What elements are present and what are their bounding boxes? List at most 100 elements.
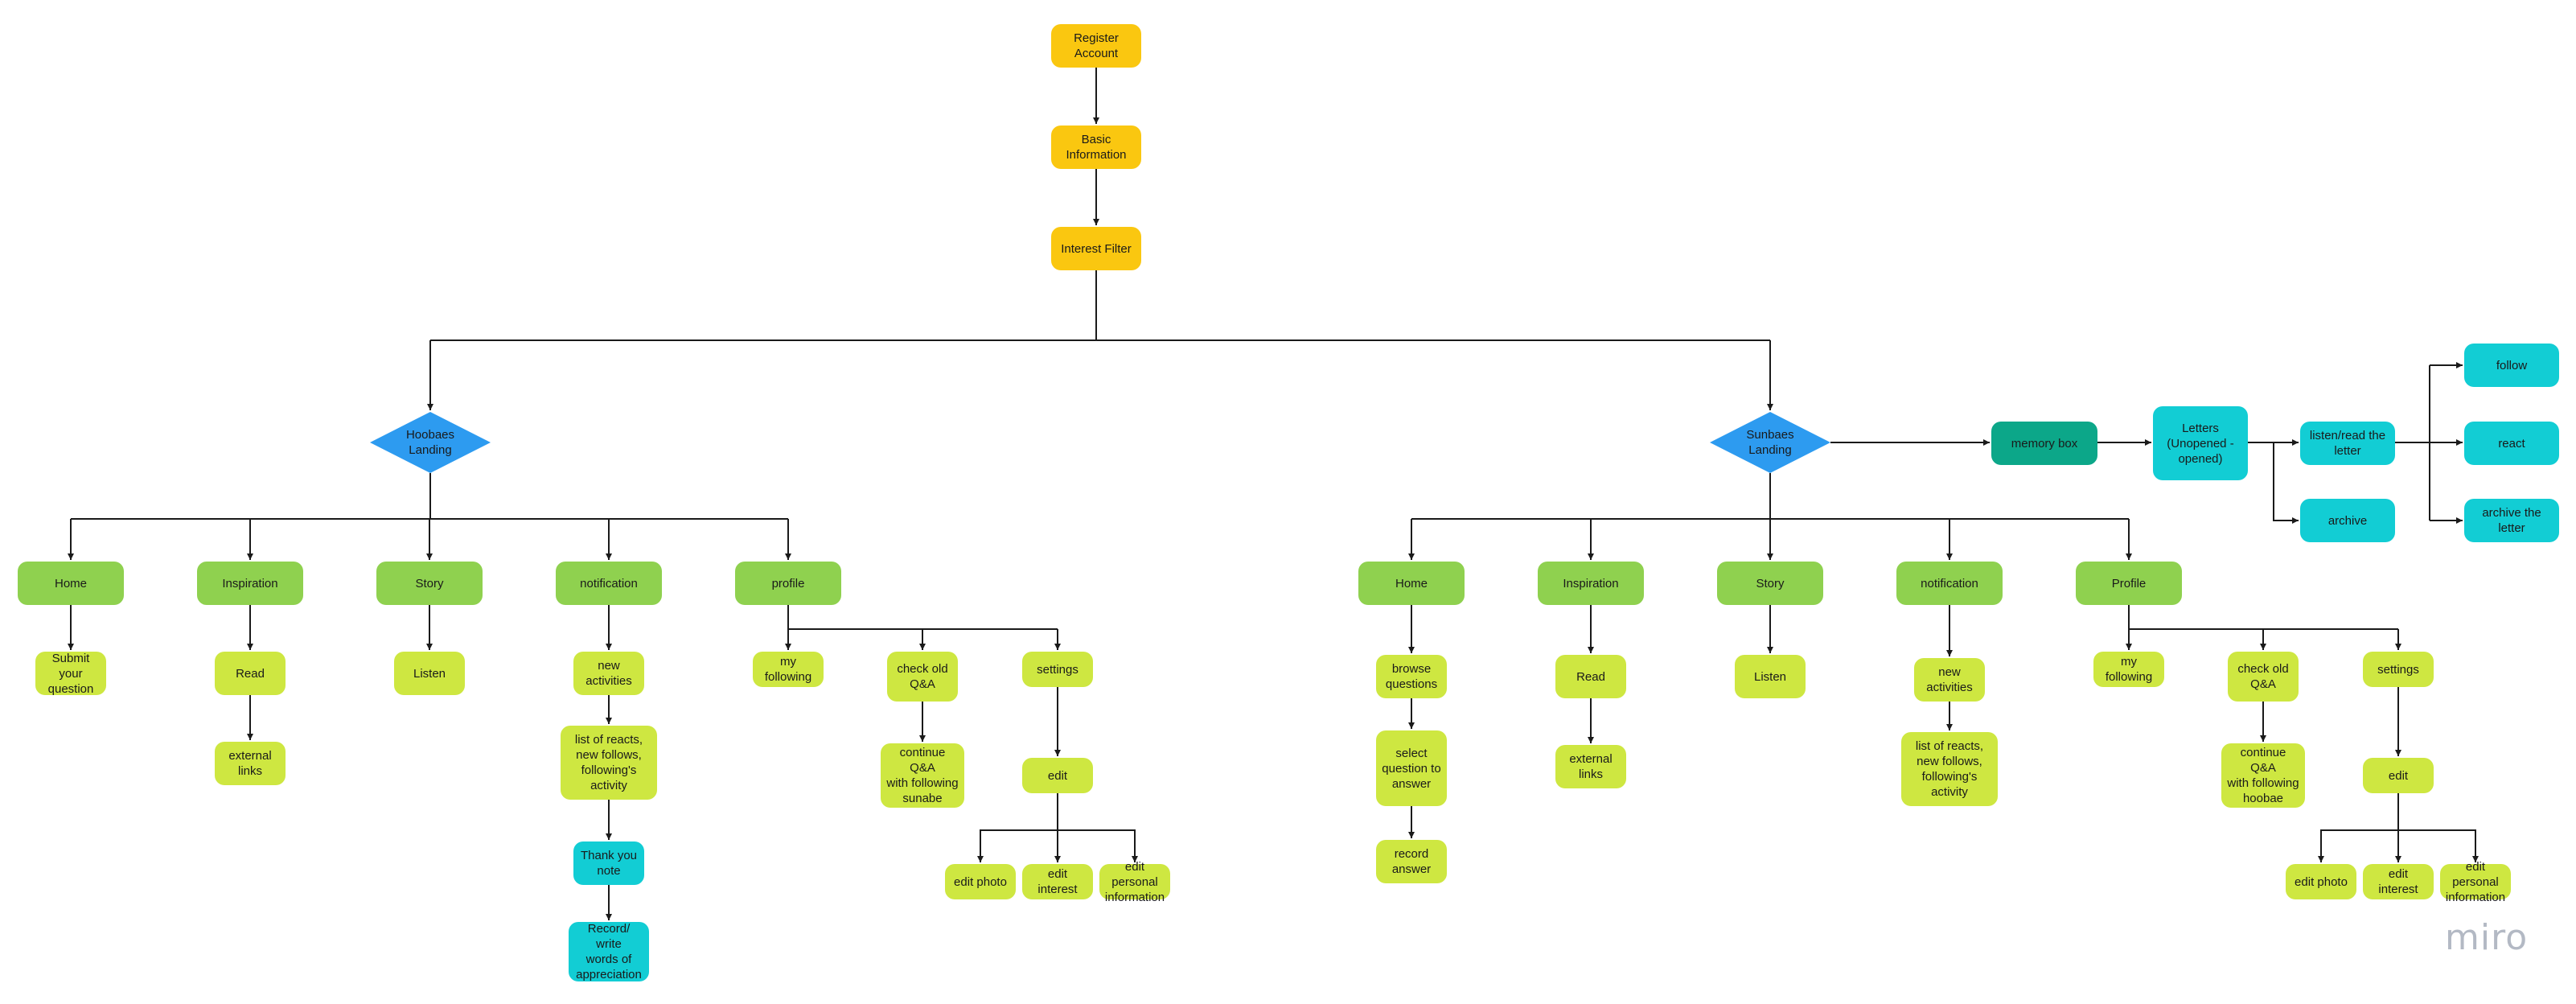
hoobaes-thank-you-note-label: Thank you note xyxy=(580,849,638,878)
hoobaes-check-old-qa-node[interactable]: check old Q&A xyxy=(887,652,958,702)
memory-box-label: memory box xyxy=(2011,436,2078,451)
hoobaes-new-activities-label: new activities xyxy=(585,659,632,688)
sunbaes-check-old-qa-label: check old Q&A xyxy=(2237,662,2289,691)
sunbaes-home-node[interactable]: Home xyxy=(1358,562,1465,605)
archive-label: archive xyxy=(2327,513,2368,528)
hoobaes-settings-label: settings xyxy=(1037,662,1078,677)
sunbaes-list-of-reacts-node[interactable]: list of reacts, new follows, following's… xyxy=(1901,732,1998,806)
letters-node[interactable]: Letters (Unopened - opened) xyxy=(2153,406,2248,480)
sunbaes-edit-node[interactable]: edit xyxy=(2363,758,2434,793)
archive-letter-node[interactable]: archive the letter xyxy=(2464,499,2559,542)
hoobaes-story-label: Story xyxy=(415,576,444,590)
hoobaes-new-activities-node[interactable]: new activities xyxy=(573,652,644,695)
sunbaes-record-answer-node[interactable]: record answer xyxy=(1376,840,1447,883)
hoobaes-edit-personal-connector xyxy=(1058,829,1138,862)
sunbaes-edit-personal-label: edit personal information xyxy=(2445,859,2506,904)
letters-label: Letters (Unopened - opened) xyxy=(2167,421,2234,466)
hoobaes-external-links-label: external links xyxy=(228,749,272,778)
hoobaes-edit-photo-node[interactable]: edit photo xyxy=(945,864,1016,899)
react-node[interactable]: react xyxy=(2464,422,2559,465)
sunbaes-record-answer-label: record answer xyxy=(1391,847,1432,876)
sunbaes-landing-diamond-shape xyxy=(1710,412,1830,473)
hoobaes-my-following-node[interactable]: my following xyxy=(753,652,824,687)
hoobaes-edit-personal-label: edit personal information xyxy=(1104,859,1165,904)
sunbaes-edit-personal-connector xyxy=(2398,829,2479,862)
hoobaes-record-write-label: Record/ write words of appreciation xyxy=(576,922,642,981)
letters-archive-connector xyxy=(2273,442,2299,524)
sunbaes-new-activities-label: new activities xyxy=(1926,665,1973,694)
register-account-label: Register Account xyxy=(1074,31,1119,60)
hoobaes-inspiration-node[interactable]: Inspiration xyxy=(197,562,303,605)
sunbaes-settings-node[interactable]: settings xyxy=(2363,652,2434,687)
hoobaes-edit-label: edit xyxy=(1047,768,1068,783)
archive-node[interactable]: archive xyxy=(2300,499,2395,542)
sunbaes-inspiration-node[interactable]: Inspiration xyxy=(1538,562,1644,605)
memory-box-node[interactable]: memory box xyxy=(1991,422,2097,465)
sunbaes-notification-node[interactable]: notification xyxy=(1896,562,2003,605)
basic-information-label: Basic Information xyxy=(1066,133,1127,162)
sunbaes-continue-qa-node[interactable]: continue Q&A with following hoobae xyxy=(2221,743,2305,808)
hoobaes-my-following-label: my following xyxy=(764,655,812,684)
follow-node[interactable]: follow xyxy=(2464,344,2559,387)
sunbaes-read-label: Read xyxy=(1576,669,1605,684)
hoobaes-edit-photo-label: edit photo xyxy=(954,874,1007,889)
hoobaes-story-node[interactable]: Story xyxy=(376,562,483,605)
hoobaes-profile-node[interactable]: profile xyxy=(735,562,841,605)
sunbaes-select-question-node[interactable]: select question to answer xyxy=(1376,730,1447,806)
hoobaes-submit-question-node[interactable]: Submit your question xyxy=(35,651,106,696)
hoobaes-home-node[interactable]: Home xyxy=(18,562,124,605)
hoobaes-record-write-node[interactable]: Record/ write words of appreciation xyxy=(569,922,649,981)
sunbaes-read-node[interactable]: Read xyxy=(1555,655,1626,698)
hoobaes-list-of-reacts-label: list of reacts, new follows, following's… xyxy=(574,733,643,792)
hoobaes-home-label: Home xyxy=(54,576,87,590)
hoobaes-thank-you-note-node[interactable]: Thank you note xyxy=(573,841,644,885)
hoobaes-edit-interest-label: edit interest xyxy=(1037,867,1078,896)
sunbaes-browse-questions-node[interactable]: browse questions xyxy=(1376,655,1447,698)
sunbaes-profile-label: Profile xyxy=(2111,576,2147,590)
sunbaes-story-node[interactable]: Story xyxy=(1717,562,1823,605)
hoobaes-notification-label: notification xyxy=(580,576,638,590)
miro-watermark: miro xyxy=(2445,917,2529,958)
sunbaes-story-label: Story xyxy=(1756,576,1785,590)
follow-label: follow xyxy=(2496,358,2528,372)
hoobaes-external-links-node[interactable]: external links xyxy=(215,742,286,785)
register-account-node[interactable]: Register Account xyxy=(1051,24,1141,68)
sunbaes-check-old-qa-node[interactable]: check old Q&A xyxy=(2228,652,2299,702)
hoobaes-read-node[interactable]: Read xyxy=(215,652,286,695)
hoobaes-settings-node[interactable]: settings xyxy=(1022,652,1093,687)
sunbaes-external-links-label: external links xyxy=(1569,752,1613,781)
sunbaes-profile-node[interactable]: Profile xyxy=(2076,562,2182,605)
sunbaes-external-links-node[interactable]: external links xyxy=(1555,745,1626,788)
hoobaes-check-old-qa-label: check old Q&A xyxy=(897,662,948,691)
hoobaes-edit-photo-connector xyxy=(977,793,1058,862)
hoobaes-continue-qa-node[interactable]: continue Q&A with following sunabe xyxy=(881,743,964,808)
listen-read-letter-node[interactable]: listen/read the letter xyxy=(2300,422,2395,465)
hoobaes-listen-node[interactable]: Listen xyxy=(394,652,465,695)
hoobaes-edit-personal-node[interactable]: edit personal information xyxy=(1099,860,1170,904)
sunbaes-listen-node[interactable]: Listen xyxy=(1735,655,1806,698)
sunbaes-select-question-label: select question to answer xyxy=(1382,746,1441,791)
sunbaes-edit-label: edit xyxy=(2388,768,2409,783)
archive-letter-label: archive the letter xyxy=(2482,506,2541,535)
sunbaes-edit-interest-node[interactable]: edit interest xyxy=(2363,864,2434,899)
hoobaes-edit-interest-node[interactable]: edit interest xyxy=(1022,864,1093,899)
hoobaes-edit-node[interactable]: edit xyxy=(1022,758,1093,793)
sunbaes-edit-photo-node[interactable]: edit photo xyxy=(2286,864,2356,899)
hoobaes-notification-node[interactable]: notification xyxy=(556,562,662,605)
sunbaes-my-following-node[interactable]: my following xyxy=(2093,652,2164,687)
interest-filter-label: Interest Filter xyxy=(1061,241,1132,256)
hoobaes-submit-question-label: Submit your question xyxy=(47,651,94,696)
hoobaes-profile-bus-connector xyxy=(787,605,1058,630)
react-label: react xyxy=(2498,436,2525,451)
hoobaes-landing-node[interactable]: Hoobaes Landing xyxy=(370,412,491,473)
hoobaes-landing-diamond-shape xyxy=(370,412,491,473)
sunbaes-edit-personal-node[interactable]: edit personal information xyxy=(2440,860,2511,904)
basic-information-node[interactable]: Basic Information xyxy=(1051,126,1141,169)
interest-filter-node[interactable]: Interest Filter xyxy=(1051,227,1141,270)
sunbaes-profile-bus-connector xyxy=(2128,605,2398,630)
sunbaes-browse-questions-label: browse questions xyxy=(1385,662,1438,691)
hoobaes-list-of-reacts-node[interactable]: list of reacts, new follows, following's… xyxy=(561,726,657,800)
sunbaes-new-activities-node[interactable]: new activities xyxy=(1914,658,1985,702)
sunbaes-landing-node[interactable]: Sunbaes Landing xyxy=(1710,412,1830,473)
hoobaes-landing-label: Hoobaes Landing xyxy=(405,428,455,457)
